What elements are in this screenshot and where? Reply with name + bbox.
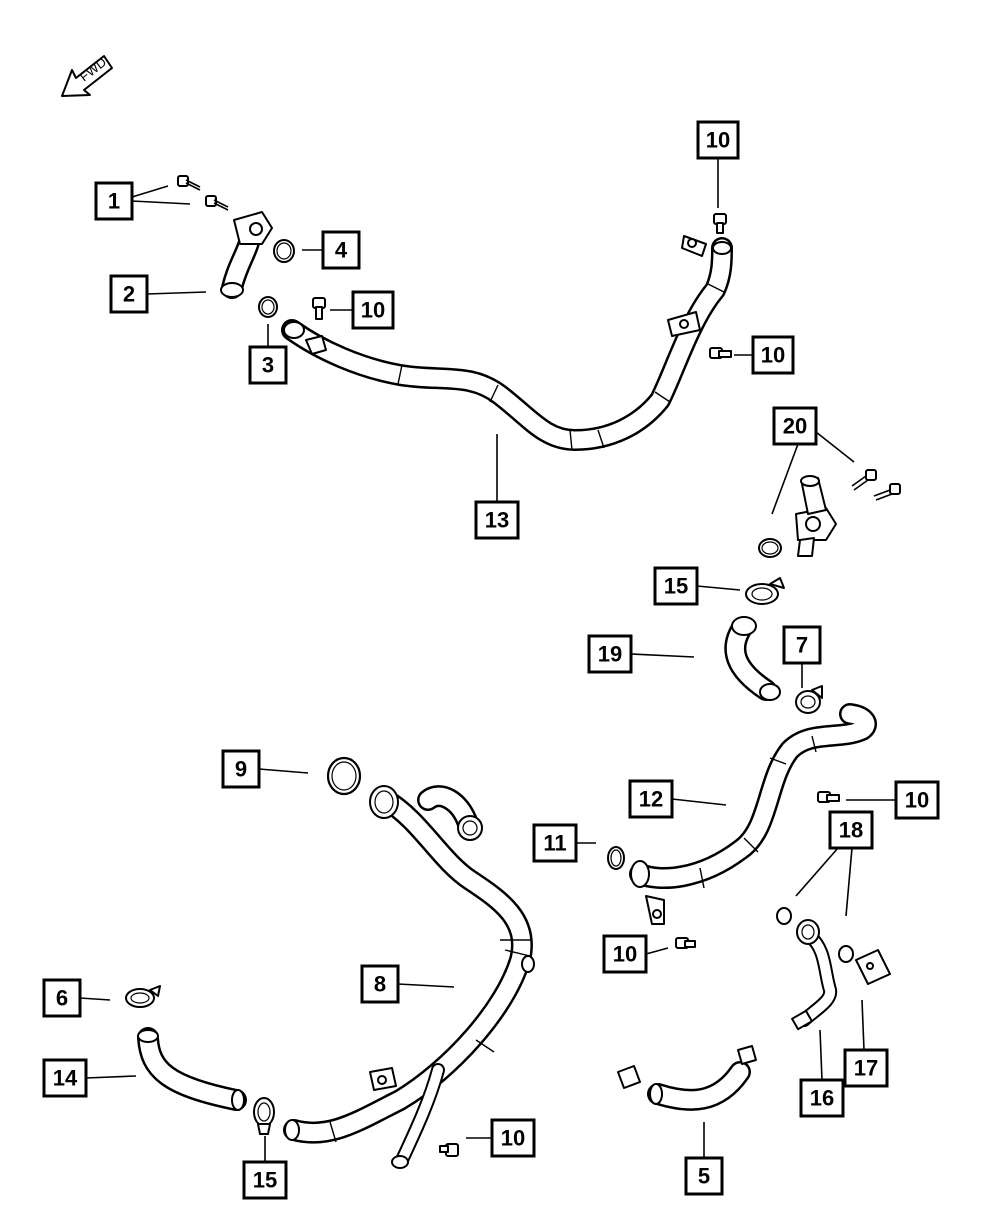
callout-9: 9 bbox=[221, 749, 309, 789]
hose-part-19 bbox=[724, 616, 781, 701]
callout-10: 10 bbox=[734, 335, 795, 375]
callout-label: 10 bbox=[361, 298, 385, 323]
callout-label: 4 bbox=[335, 238, 348, 263]
callout-15: 15 bbox=[653, 566, 741, 606]
callout-6: 6 bbox=[42, 978, 111, 1018]
fitting-part-18 bbox=[776, 907, 854, 963]
fwd-arrow-icon: FWD bbox=[61, 54, 113, 97]
hose-part-5 bbox=[617, 1045, 757, 1111]
callout-10: 10 bbox=[602, 934, 669, 974]
callout-10: 10 bbox=[330, 290, 395, 330]
callout-label: 15 bbox=[664, 574, 688, 599]
outlet-housing-part-20 bbox=[758, 469, 901, 558]
callout-label: 10 bbox=[905, 788, 929, 813]
callout-1: 1 bbox=[94, 181, 191, 221]
hose-clamp-part-6 bbox=[125, 985, 161, 1008]
callout-3: 3 bbox=[248, 324, 288, 385]
o-ring-part-3 bbox=[258, 296, 278, 318]
callout-label: 7 bbox=[796, 633, 808, 658]
callout-label: 12 bbox=[639, 787, 663, 812]
callout-label: 10 bbox=[613, 942, 637, 967]
coolant-tube-assembly-part-8 bbox=[283, 785, 535, 1169]
callout-20: 20 bbox=[771, 406, 855, 515]
callout-12: 12 bbox=[628, 779, 727, 819]
callout-label: 17 bbox=[854, 1056, 878, 1081]
callout-label: 5 bbox=[698, 1164, 710, 1189]
o-ring-part-9 bbox=[326, 756, 362, 796]
callout-label: 20 bbox=[783, 414, 807, 439]
callout-label: 6 bbox=[56, 986, 68, 1011]
o-ring-part-11 bbox=[607, 846, 625, 870]
callout-label: 8 bbox=[374, 972, 386, 997]
callout-18: 18 bbox=[795, 810, 874, 917]
hose-clamp-part-7 bbox=[795, 685, 823, 714]
callout-label: 16 bbox=[810, 1086, 834, 1111]
callout-14: 14 bbox=[42, 1058, 137, 1098]
callout-8: 8 bbox=[360, 964, 455, 1004]
callout-11: 11 bbox=[532, 823, 596, 863]
callout-10: 10 bbox=[696, 120, 740, 208]
callout-label: 13 bbox=[485, 508, 509, 533]
callout-label: 18 bbox=[839, 818, 863, 843]
banjo-bolt-part-17 bbox=[855, 949, 891, 985]
callout-label: 10 bbox=[761, 343, 785, 368]
bolt-part-10-lower bbox=[675, 937, 696, 949]
bolt-part-10-top bbox=[713, 213, 727, 234]
callout-15: 15 bbox=[242, 1136, 288, 1200]
bolt-part-10-mid bbox=[817, 791, 840, 803]
coolant-tube-part-13 bbox=[281, 235, 733, 451]
callout-label: 19 bbox=[598, 642, 622, 667]
callout-10: 10 bbox=[846, 780, 940, 820]
callout-10: 10 bbox=[466, 1118, 536, 1158]
bolt-part-1 bbox=[177, 175, 229, 211]
callout-label: 9 bbox=[235, 757, 247, 782]
callout-4: 4 bbox=[302, 230, 361, 270]
bolt-part-10 bbox=[312, 297, 326, 320]
callout-label: 10 bbox=[501, 1126, 525, 1151]
hose-part-16 bbox=[791, 919, 838, 1031]
callout-17: 17 bbox=[843, 999, 889, 1088]
callout-13: 13 bbox=[474, 434, 520, 540]
callout-19: 19 bbox=[587, 634, 695, 674]
callout-label: 2 bbox=[123, 282, 135, 307]
callout-5: 5 bbox=[684, 1122, 724, 1196]
callout-label: 3 bbox=[262, 353, 274, 378]
hose-clamp-part-15-bottom bbox=[253, 1097, 275, 1135]
callout-label: 14 bbox=[53, 1066, 78, 1091]
callout-label: 10 bbox=[706, 128, 730, 153]
hose-clamp-part-15-top bbox=[745, 577, 785, 605]
callout-label: 15 bbox=[253, 1168, 277, 1193]
o-ring-part-4 bbox=[273, 239, 295, 263]
callout-2: 2 bbox=[109, 274, 207, 314]
hose-part-14 bbox=[137, 1027, 247, 1111]
bolt-part-10-right bbox=[709, 347, 732, 359]
callout-7: 7 bbox=[782, 625, 822, 688]
callout-label: 11 bbox=[543, 831, 566, 856]
callout-16: 16 bbox=[799, 1029, 845, 1118]
coolant-tube-part-12 bbox=[629, 703, 877, 925]
callout-label: 1 bbox=[108, 189, 120, 214]
outlet-elbow-part-2 bbox=[220, 211, 273, 299]
bolt-part-10-bottom bbox=[439, 1143, 459, 1157]
